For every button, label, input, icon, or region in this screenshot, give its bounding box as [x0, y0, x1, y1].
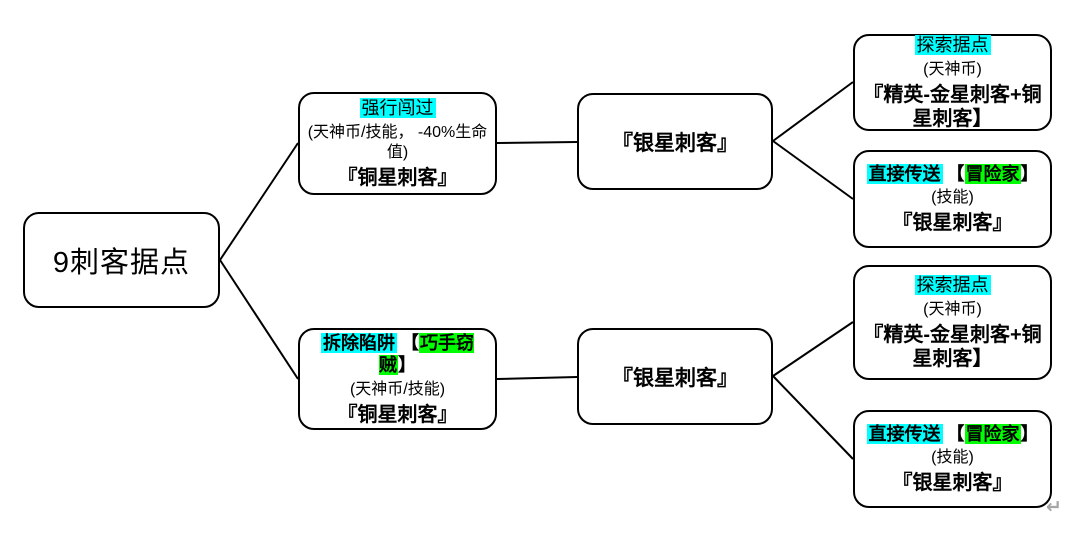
node-explore-outcome-bottom: 探索据点 (天神币) 『精英-金星刺客+铜星刺客】: [853, 265, 1052, 380]
bracket-open: 【: [946, 163, 965, 184]
result-label: 『精英-金星刺客+铜星刺客】: [863, 83, 1042, 130]
cost-label: (天神币/技能): [349, 380, 446, 398]
node-root: 9刺客据点: [23, 212, 220, 308]
action-highlight: 强行闯过: [359, 98, 436, 119]
bracket-open: 【: [946, 423, 965, 444]
bracket-close: 】: [1020, 423, 1039, 444]
root-title: 9刺客据点: [52, 247, 191, 279]
result-label: 『精英-金星刺客+铜星刺客】: [863, 323, 1042, 370]
node-disarm-trap: 拆除陷阱【巧手窃贼】 (天神币/技能) 『铜星刺客』: [298, 328, 497, 430]
action-label: 探索据点: [914, 34, 991, 57]
action-label: 探索据点: [914, 274, 991, 297]
action-label: 拆除陷阱【巧手窃贼】: [307, 332, 488, 377]
result-label: 『银星刺客』: [892, 212, 1013, 235]
bracket-close: 】: [1020, 163, 1039, 184]
connector-line: [772, 375, 854, 460]
cost-label: (天神币): [923, 60, 982, 78]
connector-line: [772, 321, 854, 377]
action-highlight: 拆除陷阱: [321, 332, 397, 353]
connector-line: [772, 81, 854, 142]
action-highlight: 直接传送: [866, 163, 943, 184]
action-label: 直接传送【冒险家】: [866, 423, 1039, 446]
action-highlight: 直接传送: [866, 423, 943, 444]
result-label: 『铜星刺客』: [337, 166, 458, 189]
node-silver-assassin-bottom: 『银星刺客』: [577, 328, 773, 425]
node-explore-outcome-top: 探索据点 (天神币) 『精英-金星刺客+铜星刺客】: [853, 34, 1052, 131]
connector-line: [772, 140, 854, 200]
cost-label: (天神币/技能， -40%生命值): [307, 123, 488, 161]
action-highlight: 探索据点: [914, 35, 991, 56]
node-force-through: 强行闯过 (天神币/技能， -40%生命值) 『铜星刺客』: [298, 92, 497, 195]
bracket-close: 】: [398, 355, 416, 375]
cost-label: (技能): [931, 189, 974, 207]
cost-label: (技能): [931, 449, 974, 467]
bracket-open: 【: [401, 332, 419, 353]
requirement-highlight: 冒险家: [964, 163, 1021, 184]
action-label: 强行闯过: [359, 97, 436, 120]
connector-line: [219, 259, 299, 380]
connector-line: [219, 142, 299, 261]
node-silver-assassin-top: 『银星刺客』: [577, 93, 773, 190]
node-title: 『银星刺客』: [612, 366, 738, 390]
node-teleport-outcome-bottom: 直接传送【冒险家】 (技能) 『银星刺客』: [853, 410, 1052, 508]
connector-line: [496, 141, 578, 144]
action-label: 直接传送【冒险家】: [866, 163, 1039, 186]
requirement-highlight: 冒险家: [964, 423, 1021, 444]
connector-line: [496, 376, 578, 380]
node-title: 『银星刺客』: [612, 131, 738, 155]
result-label: 『铜星刺客』: [337, 403, 458, 426]
action-highlight: 探索据点: [914, 275, 991, 296]
cost-label: (天神币): [923, 300, 982, 318]
paragraph-return-icon: ↵: [1046, 497, 1062, 518]
node-teleport-outcome-top: 直接传送【冒险家】 (技能) 『银星刺客』: [853, 150, 1052, 248]
result-label: 『银星刺客』: [892, 472, 1013, 495]
